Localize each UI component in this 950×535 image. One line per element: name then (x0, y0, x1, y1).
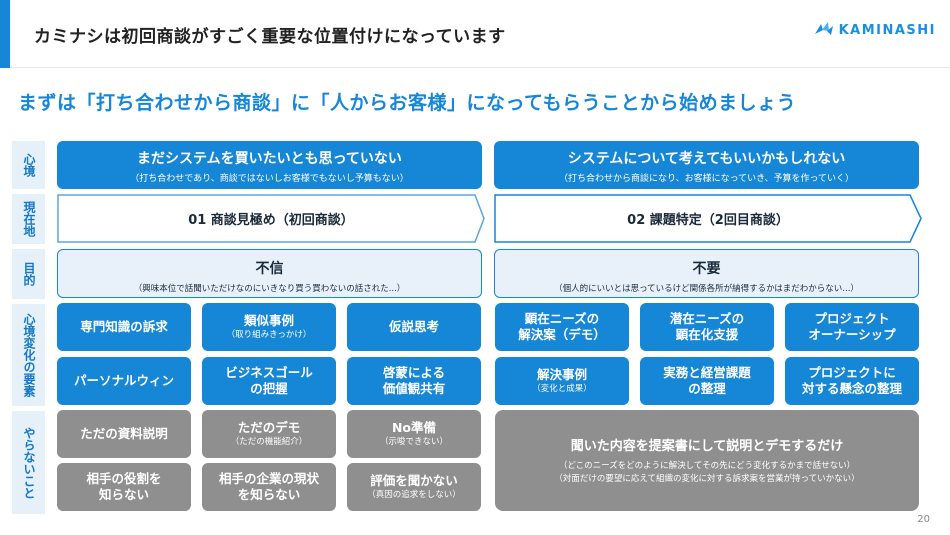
row-label-text: やらないこと (22, 426, 36, 499)
goal-title: 不要 (692, 261, 721, 277)
dont-title: 聞いた内容を提案書にして説明とデモするだけ (570, 439, 844, 455)
element-title: パーソナルウィン (73, 372, 174, 388)
left-stage-arrow: 01 商談見極め（初回商談） (57, 194, 485, 243)
row-label-text: 心境変化の要素 (22, 313, 36, 397)
left-mindset-banner: まだシステムを買いたいとも思っていない （打ち合わせであり、商談ではないしお客様… (57, 141, 482, 189)
dont-subtitle: （ただの機能紹介） (230, 437, 308, 448)
element-box: 実務と経営課題 の整理 (640, 357, 774, 405)
element-title: プロジェクトに 対する懸念の整理 (801, 364, 902, 396)
right-goal-box: 不要 （個人的にいいとは思っているけど関係各所が納得するかはまだわからない...… (494, 249, 919, 298)
element-title: プロジェクト オーナーシップ (808, 310, 896, 342)
element-box: 仮説思考 (347, 303, 481, 351)
element-box: 潜在ニーズの 顕在化支援 (640, 303, 774, 351)
banner-subtitle: （打ち合わせであり、商談ではないしお客様でもないし予算もない） (130, 174, 409, 184)
bird-icon (813, 20, 835, 40)
row-label-goal: 目的 (12, 249, 45, 299)
element-title: ビジネスゴール の把握 (225, 364, 313, 396)
element-title: 仮説思考 (388, 318, 439, 334)
row-label-dont: やらないこと (12, 411, 45, 514)
slide-subtitle: まずは「打ち合わせから商談」に「人からお客様」になってもらうことから始めましょう (18, 92, 797, 114)
row-label-mindset-change: 心境変化の要素 (12, 304, 45, 406)
left-goal-box: 不信 （興味本位で話聞いただけなのにいきなり買う買わないの話された...） (57, 249, 482, 298)
page-number: 20 (917, 514, 930, 525)
element-title: 専門知識の訴求 (80, 318, 168, 334)
dont-title: 相手の役割を 知らない (86, 470, 162, 502)
element-title: 潜在ニーズの 顕在化支援 (669, 310, 745, 342)
dont-box: 相手の企業の現状 を知らない (202, 463, 336, 511)
dont-title: ただのデモ (237, 419, 301, 435)
stage-label: 02 課題特定（2回目商談） (627, 213, 789, 228)
dont-title: 評価を聞かない (370, 472, 458, 488)
element-title: 類似事例 (243, 312, 294, 328)
dont-title: No準備 (391, 419, 437, 435)
dont-title: ただの資料説明 (80, 425, 168, 441)
element-box: パーソナルウィン (57, 357, 191, 405)
banner-title: システムについて考えてもいいかもしれない (567, 151, 846, 167)
element-title: 実務と経営課題 の整理 (663, 364, 751, 396)
element-box: ビジネスゴール の把握 (202, 357, 336, 405)
right-mindset-banner: システムについて考えてもいいかもしれない （打ち合わせから商談になり、お客様にな… (494, 141, 919, 189)
row-label-text: 目的 (22, 262, 36, 286)
goal-title: 不信 (255, 261, 284, 277)
dont-subtitle-1: （どこのニーズをどのように解決してその先にどう変化するかまで話せない） (558, 461, 856, 472)
element-subtitle: （取り組みきっかけ） (226, 330, 312, 341)
dont-box: 評価を聞かない （真因の追求をしない） (347, 463, 481, 511)
banner-subtitle: （打ち合わせから商談になり、お客様になっていき、予算を作っていく） (558, 174, 855, 184)
right-dont-box: 聞いた内容を提案書にして説明とデモするだけ （どこのニーズをどのように解決してそ… (495, 410, 919, 511)
banner-title: まだシステムを買いたいとも思っていない (137, 151, 402, 167)
element-box: 啓蒙による 価値観共有 (347, 357, 481, 405)
element-box: 顕在ニーズの 解決案（デモ） (495, 303, 629, 351)
right-stage-arrow: 02 課題特定（2回目商談） (494, 194, 922, 243)
element-box: 解決事例 （変化と成果） (495, 357, 629, 405)
header-accent-bar (0, 0, 10, 68)
dont-box: ただのデモ （ただの機能紹介） (202, 410, 336, 458)
row-label-current: 現在地 (12, 194, 45, 244)
element-box: 専門知識の訴求 (57, 303, 191, 351)
dont-box: 相手の役割を 知らない (57, 463, 191, 511)
row-label-text: 現在地 (22, 201, 36, 237)
dont-box: No準備 （示唆できない） (347, 410, 481, 458)
slide-title: カミナシは初回商談がすごく重要な位置付けになっています (34, 27, 506, 47)
element-box: プロジェクトに 対する懸念の整理 (785, 357, 919, 405)
row-label-mindset: 心境 (12, 141, 45, 189)
dont-title: 相手の企業の現状 を知らない (218, 470, 319, 502)
dont-box: ただの資料説明 (57, 410, 191, 458)
stage-label: 01 商談見極め（初回商談） (188, 213, 354, 228)
goal-subtitle: （興味本位で話聞いただけなのにいきなり買う買わないの話された...） (133, 284, 406, 294)
slide-header (0, 0, 950, 68)
kaminashi-logo: KAMINASHI (813, 20, 936, 40)
goal-subtitle: （個人的にいいとは思っているけど関係各所が納得するかはまだわからない...） (554, 284, 859, 294)
element-box: 類似事例 （取り組みきっかけ） (202, 303, 336, 351)
element-subtitle: （変化と成果） (532, 384, 592, 395)
dont-subtitle: （真因の追求をしない） (367, 490, 461, 501)
logo-text: KAMINASHI (838, 22, 936, 38)
row-label-text: 心境 (22, 153, 36, 177)
element-title: 顕在ニーズの 解決案（デモ） (518, 310, 606, 342)
element-title: 啓蒙による 価値観共有 (382, 364, 446, 396)
element-box: プロジェクト オーナーシップ (785, 303, 919, 351)
dont-subtitle-2: （対面だけの要望に応えて組織の変化に対する訴求案を営業が持っていかない） (554, 474, 860, 484)
dont-subtitle: （示唆できない） (379, 437, 448, 448)
element-title: 解決事例 (536, 366, 587, 382)
